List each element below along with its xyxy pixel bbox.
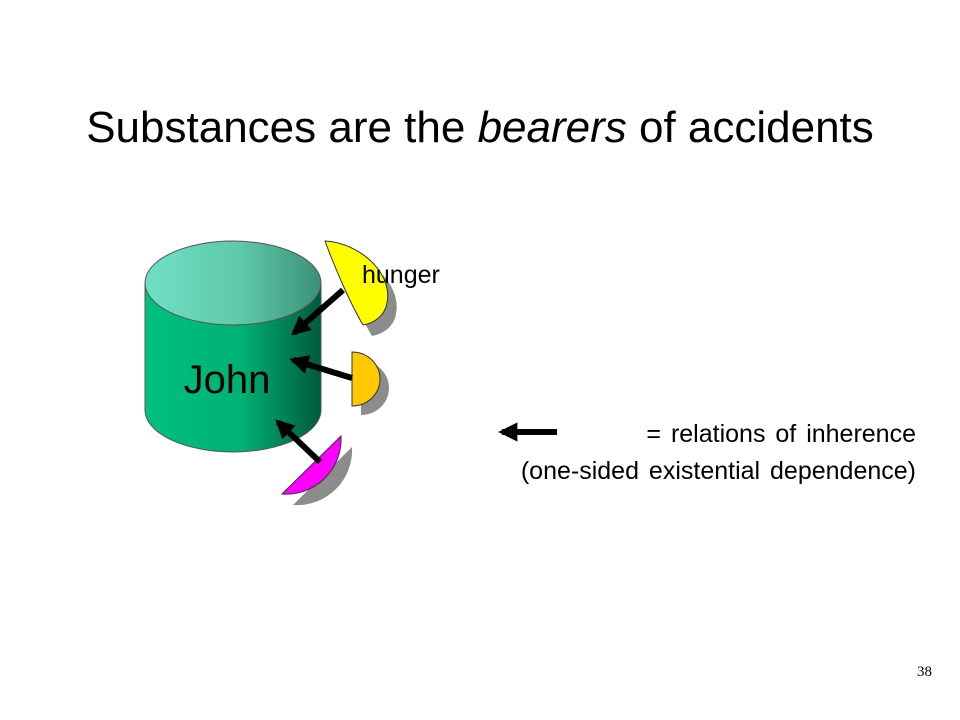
cylinder-body [144, 282, 322, 453]
accident-magenta [280, 434, 353, 506]
inherence-arrow-1 [291, 287, 345, 336]
title-emphasis: bearers [477, 103, 627, 152]
accident-hunger-shape [324, 240, 389, 326]
title-text-before: Substances are the [86, 103, 478, 152]
accident-hunger [324, 240, 397, 336]
accident-magenta-shape [280, 434, 342, 495]
substance-label: John [184, 358, 271, 402]
inherence-arrow-3 [275, 419, 323, 465]
page-number: 38 [917, 664, 932, 680]
inherence-arrow-2 [289, 355, 353, 381]
substance-cylinder [144, 240, 322, 453]
title-text-after: of accidents [626, 103, 874, 152]
accident-orange-shape [351, 351, 381, 407]
legend-line-2: (one-sided existential dependence) [520, 457, 916, 485]
accident-label-hunger: hunger [362, 261, 440, 289]
legend-line-1: = relations of inherence [646, 420, 916, 448]
accident-orange [351, 351, 389, 415]
cylinder-top [144, 240, 322, 326]
slide-title: Substances are the bearers of accidents [0, 102, 960, 154]
